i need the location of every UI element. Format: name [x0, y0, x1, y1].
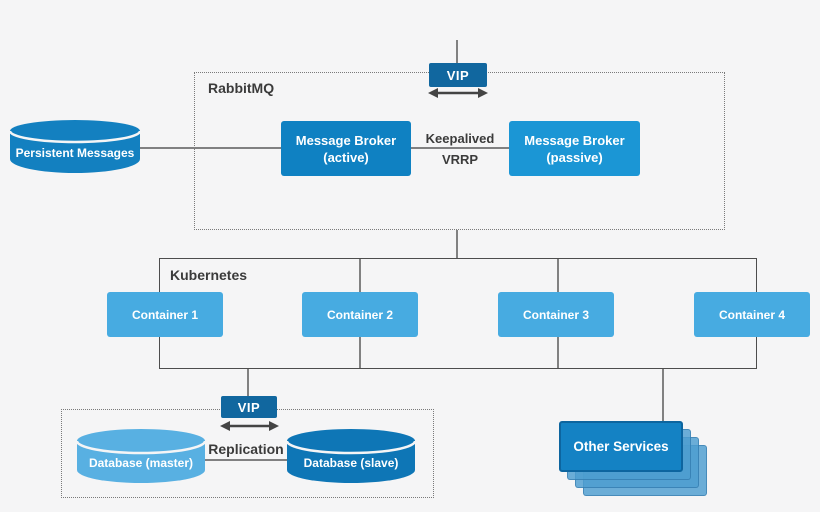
keepalived-line1: Keepalived: [425, 131, 495, 146]
container-1-label: Container 1: [131, 307, 198, 322]
database-slave-label: Database (slave): [303, 456, 399, 470]
container-4-label: Container 4: [718, 307, 785, 322]
kubernetes-group-box: [159, 258, 757, 369]
double-arrow-top-vip: [428, 88, 488, 98]
other-services-label: Other Services: [573, 439, 669, 454]
database-master-cylinder: [75, 429, 207, 483]
broker-passive-line1: Message Broker: [524, 132, 625, 148]
message-broker-active-box: Message Broker (active): [281, 121, 411, 176]
container-2-label: Container 2: [326, 307, 393, 322]
vip-top-label: VIP: [446, 67, 470, 83]
container-1-box: Container 1: [107, 292, 223, 337]
broker-active-line2: (active): [323, 149, 369, 165]
vip-top-box: VIP: [429, 63, 487, 87]
container-4-box: Container 4: [694, 292, 810, 337]
keepalived-label: Keepalived VRRP: [411, 131, 509, 167]
database-slave-cylinder: [285, 429, 417, 483]
keepalived-line2: VRRP: [441, 152, 479, 167]
vip-bottom-label: VIP: [237, 399, 261, 415]
vip-bottom-box: VIP: [221, 396, 277, 418]
container-3-box: Container 3: [498, 292, 614, 337]
kubernetes-group-label: Kubernetes: [170, 267, 248, 283]
persistent-messages-label: Persistent Messages: [15, 146, 135, 160]
rabbitmq-group-label: RabbitMQ: [208, 80, 275, 96]
message-broker-passive-box: Message Broker (passive): [509, 121, 640, 176]
other-services-box: Other Services: [559, 421, 683, 472]
broker-passive-line2: (passive): [546, 149, 603, 165]
container-2-box: Container 2: [302, 292, 418, 337]
container-3-label: Container 3: [522, 307, 589, 322]
replication-label: Replication: [208, 441, 284, 457]
double-arrow-bottom-vip: [220, 421, 279, 431]
broker-active-line1: Message Broker: [295, 132, 397, 148]
persistent-messages-cylinder: [8, 120, 142, 173]
database-master-label: Database (master): [88, 456, 194, 470]
